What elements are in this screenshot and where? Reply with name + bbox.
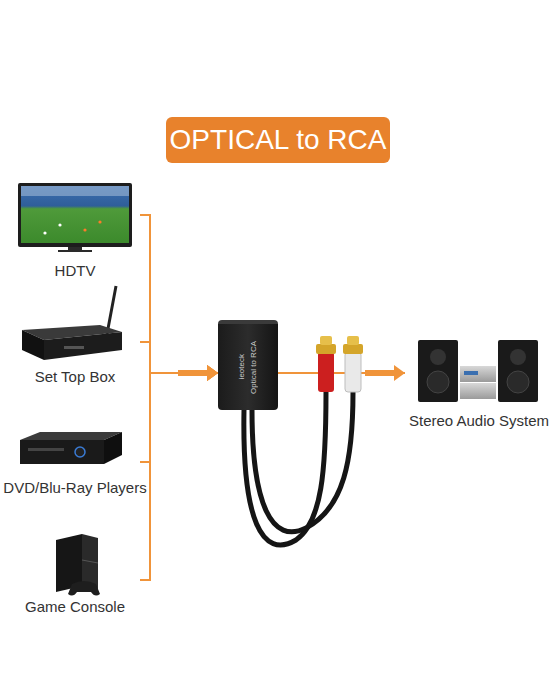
device-node: Stereo Audio System — [405, 330, 553, 430]
device-node: DVD/Blu-Ray Players — [10, 425, 140, 497]
device-marking: ieoteck — [237, 354, 247, 379]
device-node: HDTV — [10, 180, 140, 280]
stereo-illustration — [418, 340, 538, 402]
signal-arrow — [140, 365, 218, 462]
device-marking: Optical to RCA — [249, 341, 259, 394]
device-label: Stereo Audio System — [409, 412, 549, 430]
set-top-box-illustration — [22, 286, 122, 360]
tv-illustration — [18, 183, 132, 252]
device-node: Game Console — [10, 530, 140, 616]
device-label: Game Console — [25, 598, 125, 616]
device-node: Set Top Box — [10, 282, 140, 386]
game-console-illustration — [56, 534, 100, 596]
device-label: Set Top Box — [35, 368, 116, 386]
title-banner: OPTICAL to RCA — [166, 117, 390, 163]
signal-arrow — [140, 215, 218, 381]
converter-box: ieoteckOptical to RCA — [218, 320, 278, 410]
signal-arrow — [140, 342, 218, 381]
device-label: HDTV — [55, 262, 96, 280]
signal-arrow — [140, 365, 218, 580]
signal-arrow — [278, 365, 405, 381]
device-label: DVD/Blu-Ray Players — [3, 479, 146, 497]
dvd-player-illustration — [20, 432, 122, 464]
